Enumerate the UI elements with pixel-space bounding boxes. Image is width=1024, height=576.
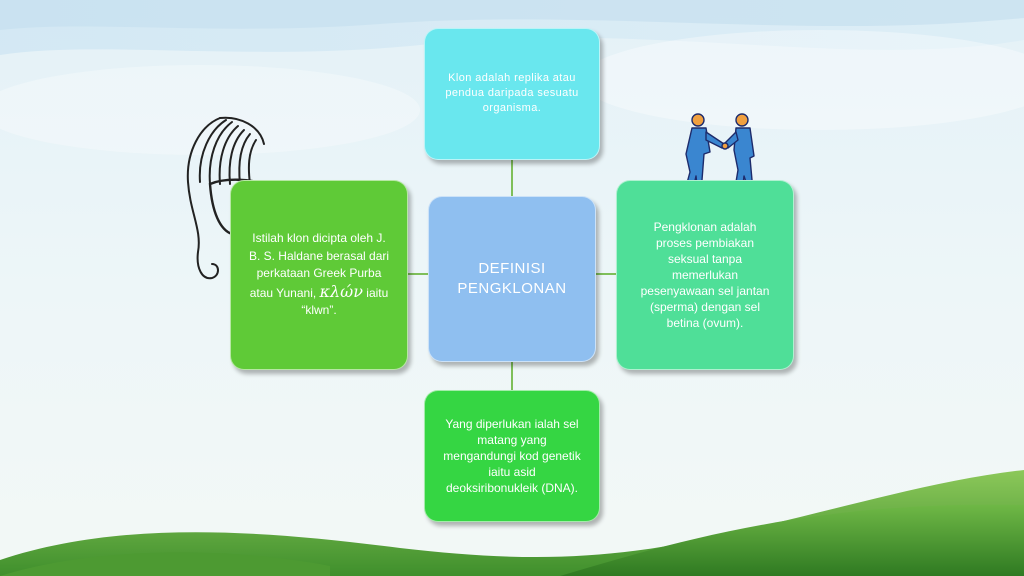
handshake-people-icon [683, 113, 759, 195]
definition-left-text: Istilah klon dicipta oleh J. B. S. Halda… [249, 230, 389, 320]
definition-bottom-text: Yang diperlukan ialah sel matang yang me… [443, 417, 581, 495]
definition-right-text: Pengklonan adalah proses pembiakan seksu… [640, 220, 770, 330]
definition-box-left: Istilah klon dicipta oleh J. B. S. Halda… [230, 180, 408, 370]
left-line-2: B. S. Haldane berasal dari [248, 248, 390, 263]
left-line-1: Istilah klon dicipta oleh J. [252, 231, 386, 246]
center-title-box: DEFINISI PENGKLONAN [428, 196, 596, 362]
connector-top [511, 160, 513, 196]
greek-word: κλών [319, 281, 363, 301]
center-title: DEFINISI PENGKLONAN [457, 259, 566, 299]
connector-bottom [511, 362, 513, 390]
left-line-4: atau Yunani, κλών iaitu [249, 283, 389, 303]
definition-top-text: Klon adalah replika atau pendua daripada… [445, 72, 579, 114]
left-line-3: perkataan Greek Purba [256, 266, 382, 281]
left-line-4-post: iaitu [362, 285, 389, 300]
definition-box-bottom: Yang diperlukan ialah sel matang yang me… [424, 390, 600, 522]
left-line-4-pre: atau Yunani, [249, 285, 320, 300]
center-title-line-1: DEFINISI [478, 260, 546, 277]
definition-box-top: Klon adalah replika atau pendua daripada… [424, 28, 600, 160]
connector-left [408, 273, 428, 275]
connector-right [596, 273, 616, 275]
center-title-line-2: PENGKLONAN [457, 280, 567, 297]
definition-box-right: Pengklonan adalah proses pembiakan seksu… [616, 180, 794, 370]
left-line-5: “klwn”. [301, 303, 337, 318]
